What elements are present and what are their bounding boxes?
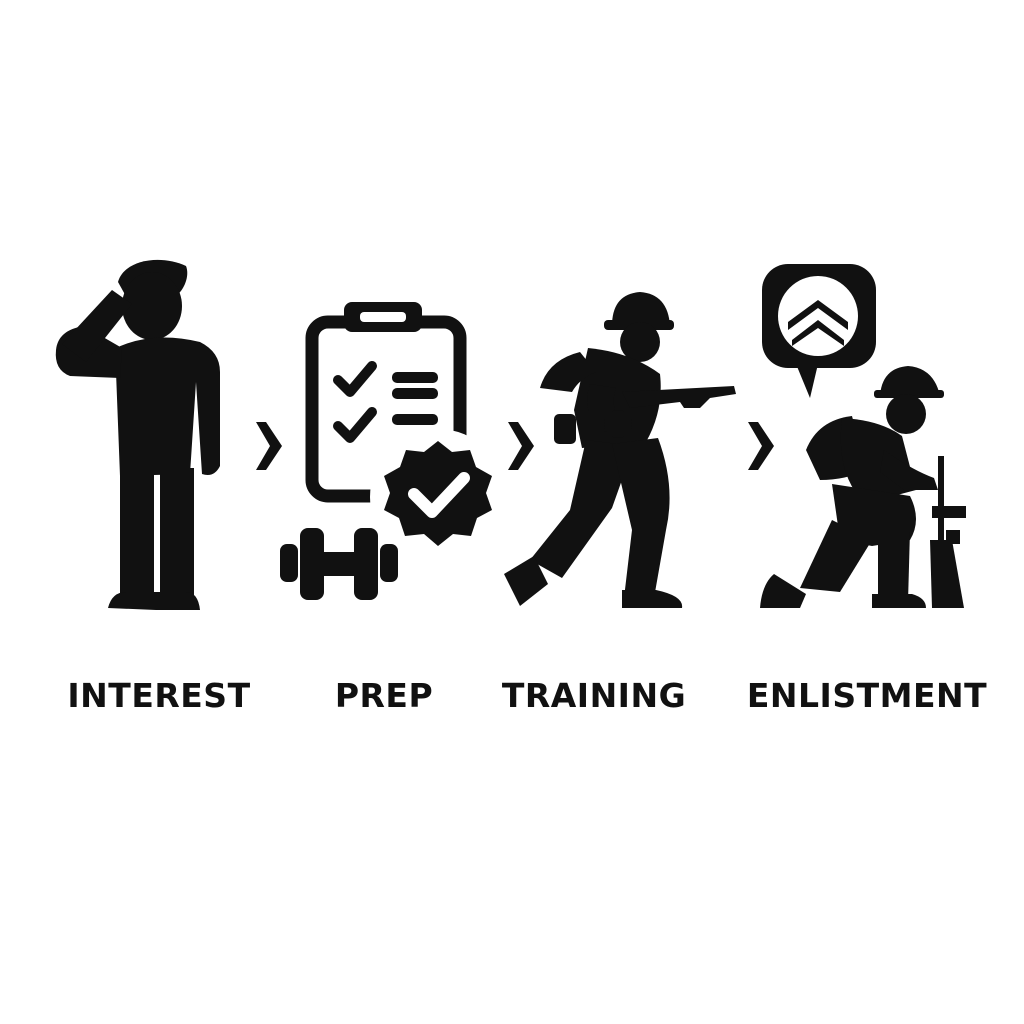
step-label-prep: PREP xyxy=(334,676,434,715)
running-soldier-rifle-icon xyxy=(504,292,736,608)
kneeling-soldier-rank-icon xyxy=(760,264,966,608)
chevron-right-icon xyxy=(748,422,774,470)
step-label-enlistment: ENLISTMENT xyxy=(746,676,988,715)
step-label-interest: INTEREST xyxy=(67,676,251,715)
checklist-dumbbell-badge-icon xyxy=(280,302,506,600)
chevron-right-icon xyxy=(508,422,534,470)
step-label-training: TRAINING xyxy=(501,676,687,715)
saluting-soldier-icon xyxy=(55,259,220,610)
chevron-right-icon xyxy=(256,422,282,470)
